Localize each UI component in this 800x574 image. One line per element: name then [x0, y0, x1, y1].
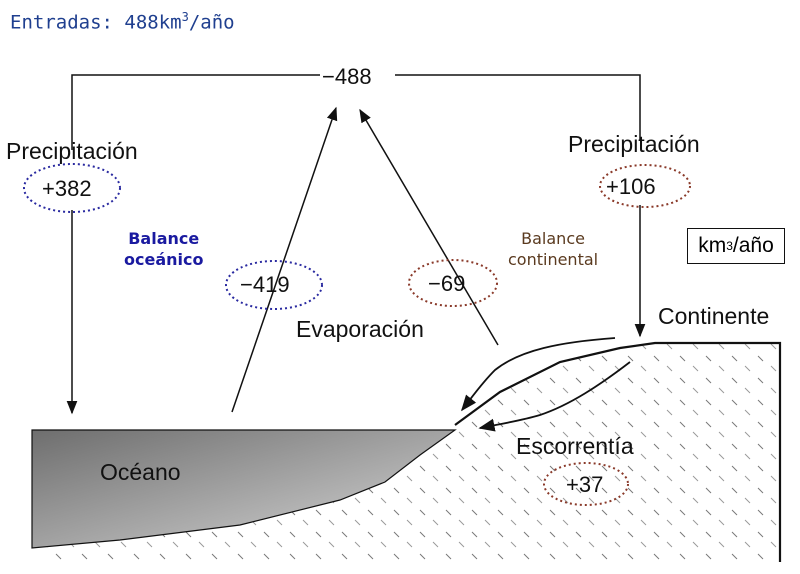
- precip-ocean-value: +382: [42, 176, 92, 201]
- balance-ocean-label: Balance oceánico: [124, 228, 203, 270]
- runoff-arrow-upper: [460, 337, 616, 412]
- evap-ocean-value: −419: [240, 272, 290, 297]
- runoff-arrow-lower: [478, 361, 631, 432]
- coastline: [454, 341, 782, 562]
- evap-land-value: −69: [428, 271, 466, 296]
- top-bracket-line-right: [395, 74, 641, 140]
- precip-land-value: +106: [606, 174, 656, 199]
- continent-label: Continente: [658, 303, 770, 329]
- title-text: Entradas: 488km: [10, 11, 182, 34]
- top-bracket-line: [71, 74, 320, 150]
- total-value: −488: [322, 64, 372, 89]
- balance-land-label: Balance continental: [508, 228, 598, 270]
- units-base: km: [698, 234, 727, 257]
- evaporation-label: Evaporación: [296, 316, 424, 342]
- precip-ocean-label: Precipitación: [6, 138, 138, 164]
- units-exponent: 3: [726, 239, 733, 253]
- evap-ocean-arrow: [231, 106, 338, 413]
- precip-land-label: Precipitación: [568, 131, 700, 157]
- runoff-value: +37: [566, 472, 604, 497]
- balance-ocean-line1: Balance: [128, 229, 200, 248]
- ellipse-evap-land: [408, 259, 498, 307]
- units-suffix: /año: [732, 234, 774, 257]
- title-exponent: 3: [181, 10, 189, 24]
- page-title: Entradas: 488km3/año: [10, 10, 235, 33]
- title-suffix: /año: [188, 11, 235, 34]
- ocean-body: [31, 429, 457, 549]
- ellipse-runoff: [543, 462, 629, 506]
- runoff-label: Escorrentía: [516, 433, 634, 459]
- ellipse-precip-ocean: [23, 163, 121, 213]
- ellipse-precip-land: [599, 164, 691, 208]
- balance-ocean-line2: oceánico: [124, 250, 204, 269]
- continent-land: [36, 343, 780, 562]
- ellipse-evap-ocean: [225, 260, 323, 310]
- balance-land-line1: Balance: [521, 229, 585, 248]
- evap-land-arrow: [359, 108, 499, 346]
- balance-land-line2: continental: [508, 250, 599, 269]
- ocean-label: Océano: [100, 459, 181, 485]
